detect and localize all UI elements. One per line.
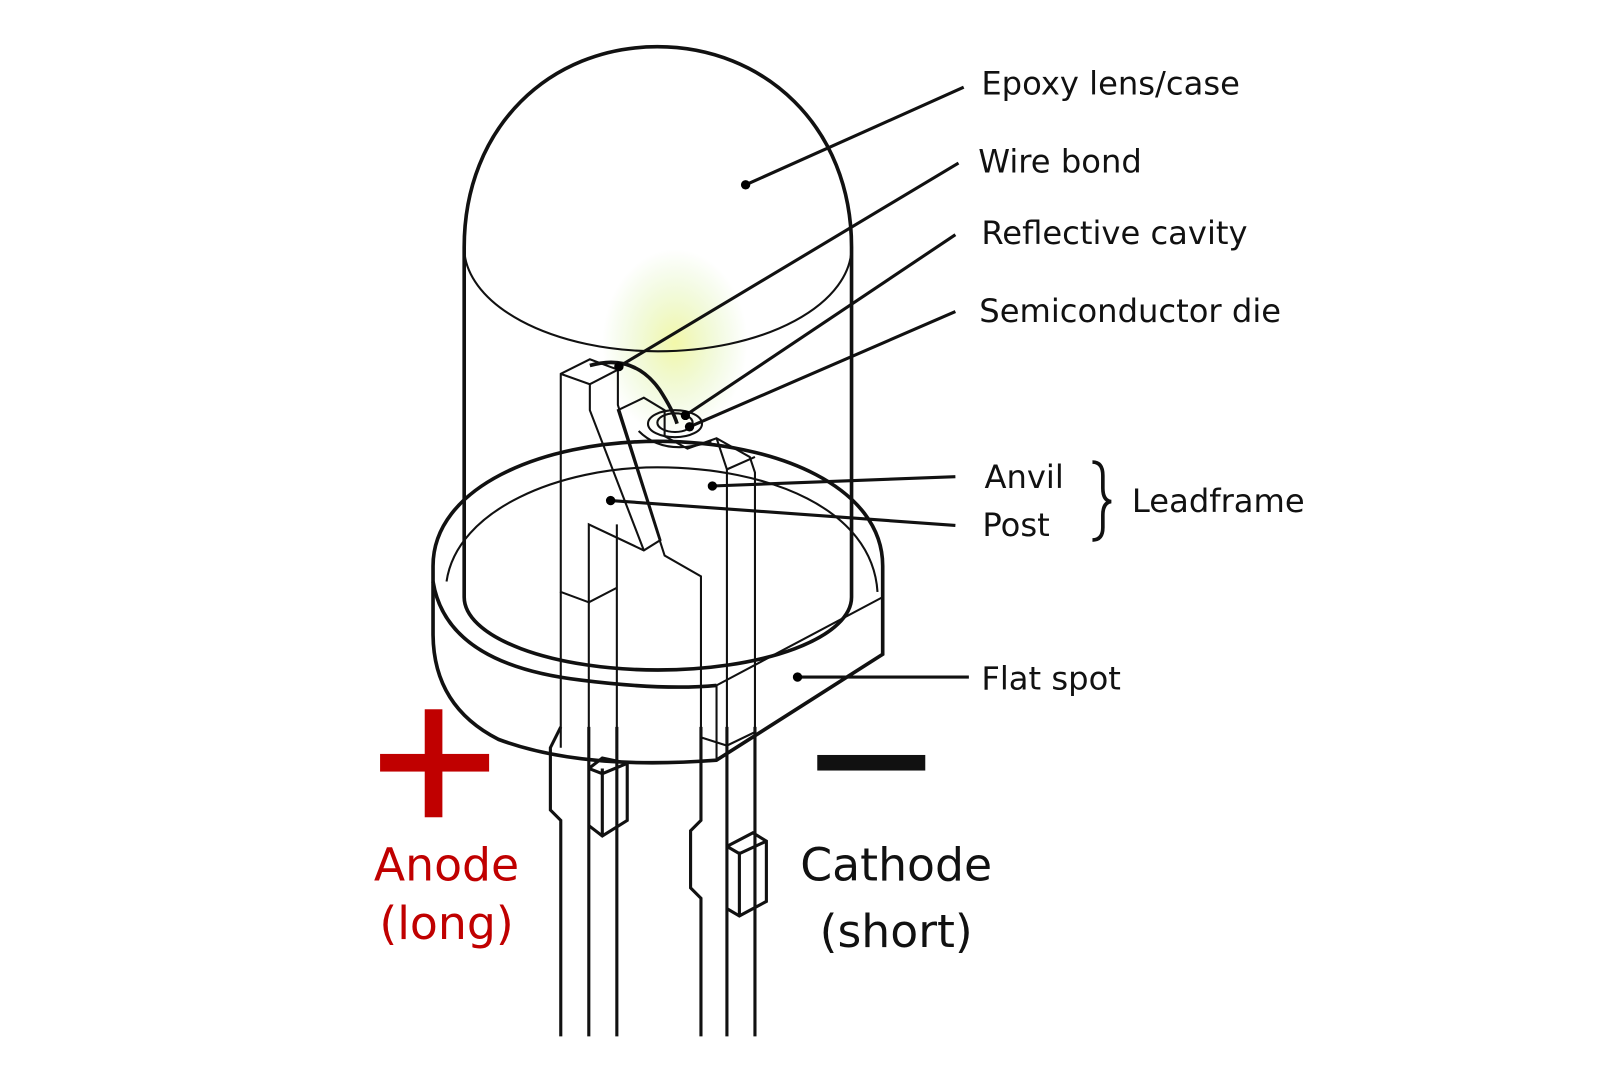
reflective-cavity bbox=[646, 409, 704, 439]
wire-bond bbox=[589, 360, 679, 425]
anvil bbox=[616, 396, 757, 747]
anode-lead bbox=[548, 726, 629, 1037]
cathode-lead bbox=[689, 726, 768, 1037]
cathode-note: (short) bbox=[820, 905, 973, 958]
cathode-label: Cathode bbox=[800, 839, 992, 892]
label-wire-bond: Wire bond bbox=[978, 142, 1142, 180]
plus-icon bbox=[380, 709, 490, 818]
label-flat-spot: Flat spot bbox=[981, 660, 1121, 698]
flange bbox=[431, 439, 885, 765]
label-epoxy-lens: Epoxy lens/case bbox=[981, 64, 1240, 102]
label-anvil: Anvil bbox=[984, 458, 1063, 496]
label-leadframe: Leadframe bbox=[1132, 482, 1305, 520]
leadframe-brace-icon bbox=[1092, 460, 1112, 542]
post bbox=[559, 358, 662, 748]
leader-lines bbox=[605, 85, 969, 682]
label-post: Post bbox=[982, 506, 1049, 544]
label-semiconductor-die: Semiconductor die bbox=[979, 292, 1281, 330]
anode-label: Anode bbox=[374, 839, 519, 892]
label-reflective-cavity: Reflective cavity bbox=[981, 214, 1247, 252]
anode-note: (long) bbox=[379, 897, 513, 950]
minus-icon bbox=[817, 754, 926, 771]
